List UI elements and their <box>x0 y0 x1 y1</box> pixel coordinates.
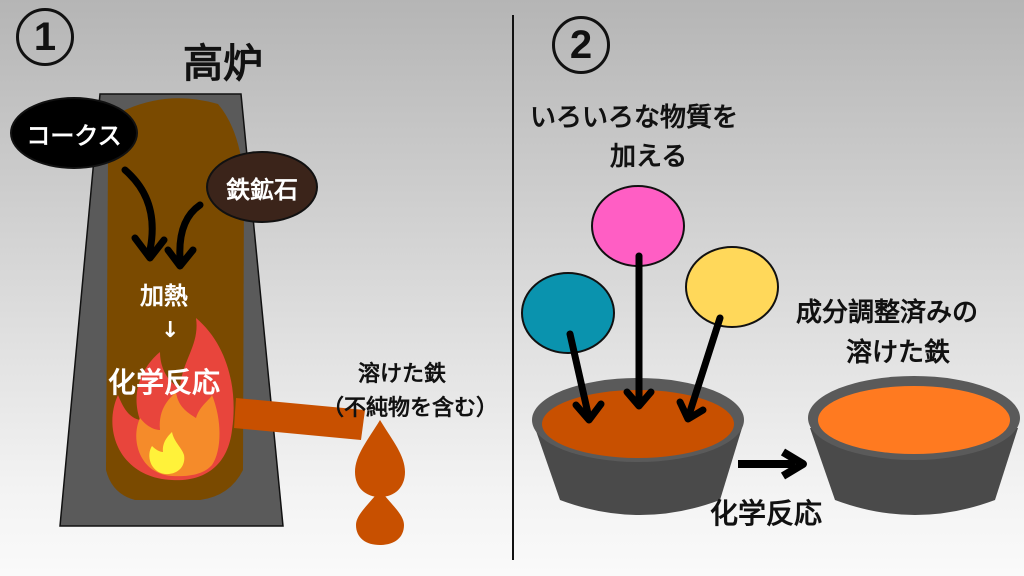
additive-teal <box>521 272 615 354</box>
adjusted-iron-label: 成分調整済みの <box>796 298 979 328</box>
coke-bubble: コークス <box>10 97 138 169</box>
iron-ore-bubble: 鉄鉱石 <box>206 151 318 223</box>
impurities-label: （不純物を含む） <box>322 396 499 421</box>
molten-iron-label: 溶けた鉄 <box>358 362 447 387</box>
reaction-arrow-icon <box>738 448 807 480</box>
additive-arrows-icon <box>566 252 724 424</box>
blast-furnace-title: 高炉 <box>183 41 263 87</box>
iron-ore-label: 鉄鉱石 <box>226 175 298 204</box>
heat-label: 加熱 <box>140 282 188 310</box>
reaction-label-pot: 化学反応 <box>710 497 823 530</box>
step-number-2: 2 <box>552 16 610 74</box>
add-substances-label-2: 加える <box>610 142 688 172</box>
ore-arrow-icon <box>176 201 204 262</box>
step-number-1: 1 <box>16 8 74 66</box>
coke-arrow-icon <box>121 166 156 254</box>
adjusted-iron-label-2: 溶けた鉄 <box>846 338 951 368</box>
coke-label: コークス <box>26 121 122 150</box>
molten-iron-drop-icon-2 <box>356 490 404 545</box>
additive-yellow <box>685 246 779 328</box>
flame-icon <box>112 318 234 481</box>
heat-down-arrow: ↓ <box>161 318 180 343</box>
reaction-label-furnace: 化学反応 <box>108 366 221 399</box>
pot-adjusted <box>808 376 1020 515</box>
molten-iron-drop-icon <box>355 420 405 497</box>
tap-pipe <box>234 398 365 440</box>
add-substances-label: いろいろな物質を <box>530 103 739 133</box>
